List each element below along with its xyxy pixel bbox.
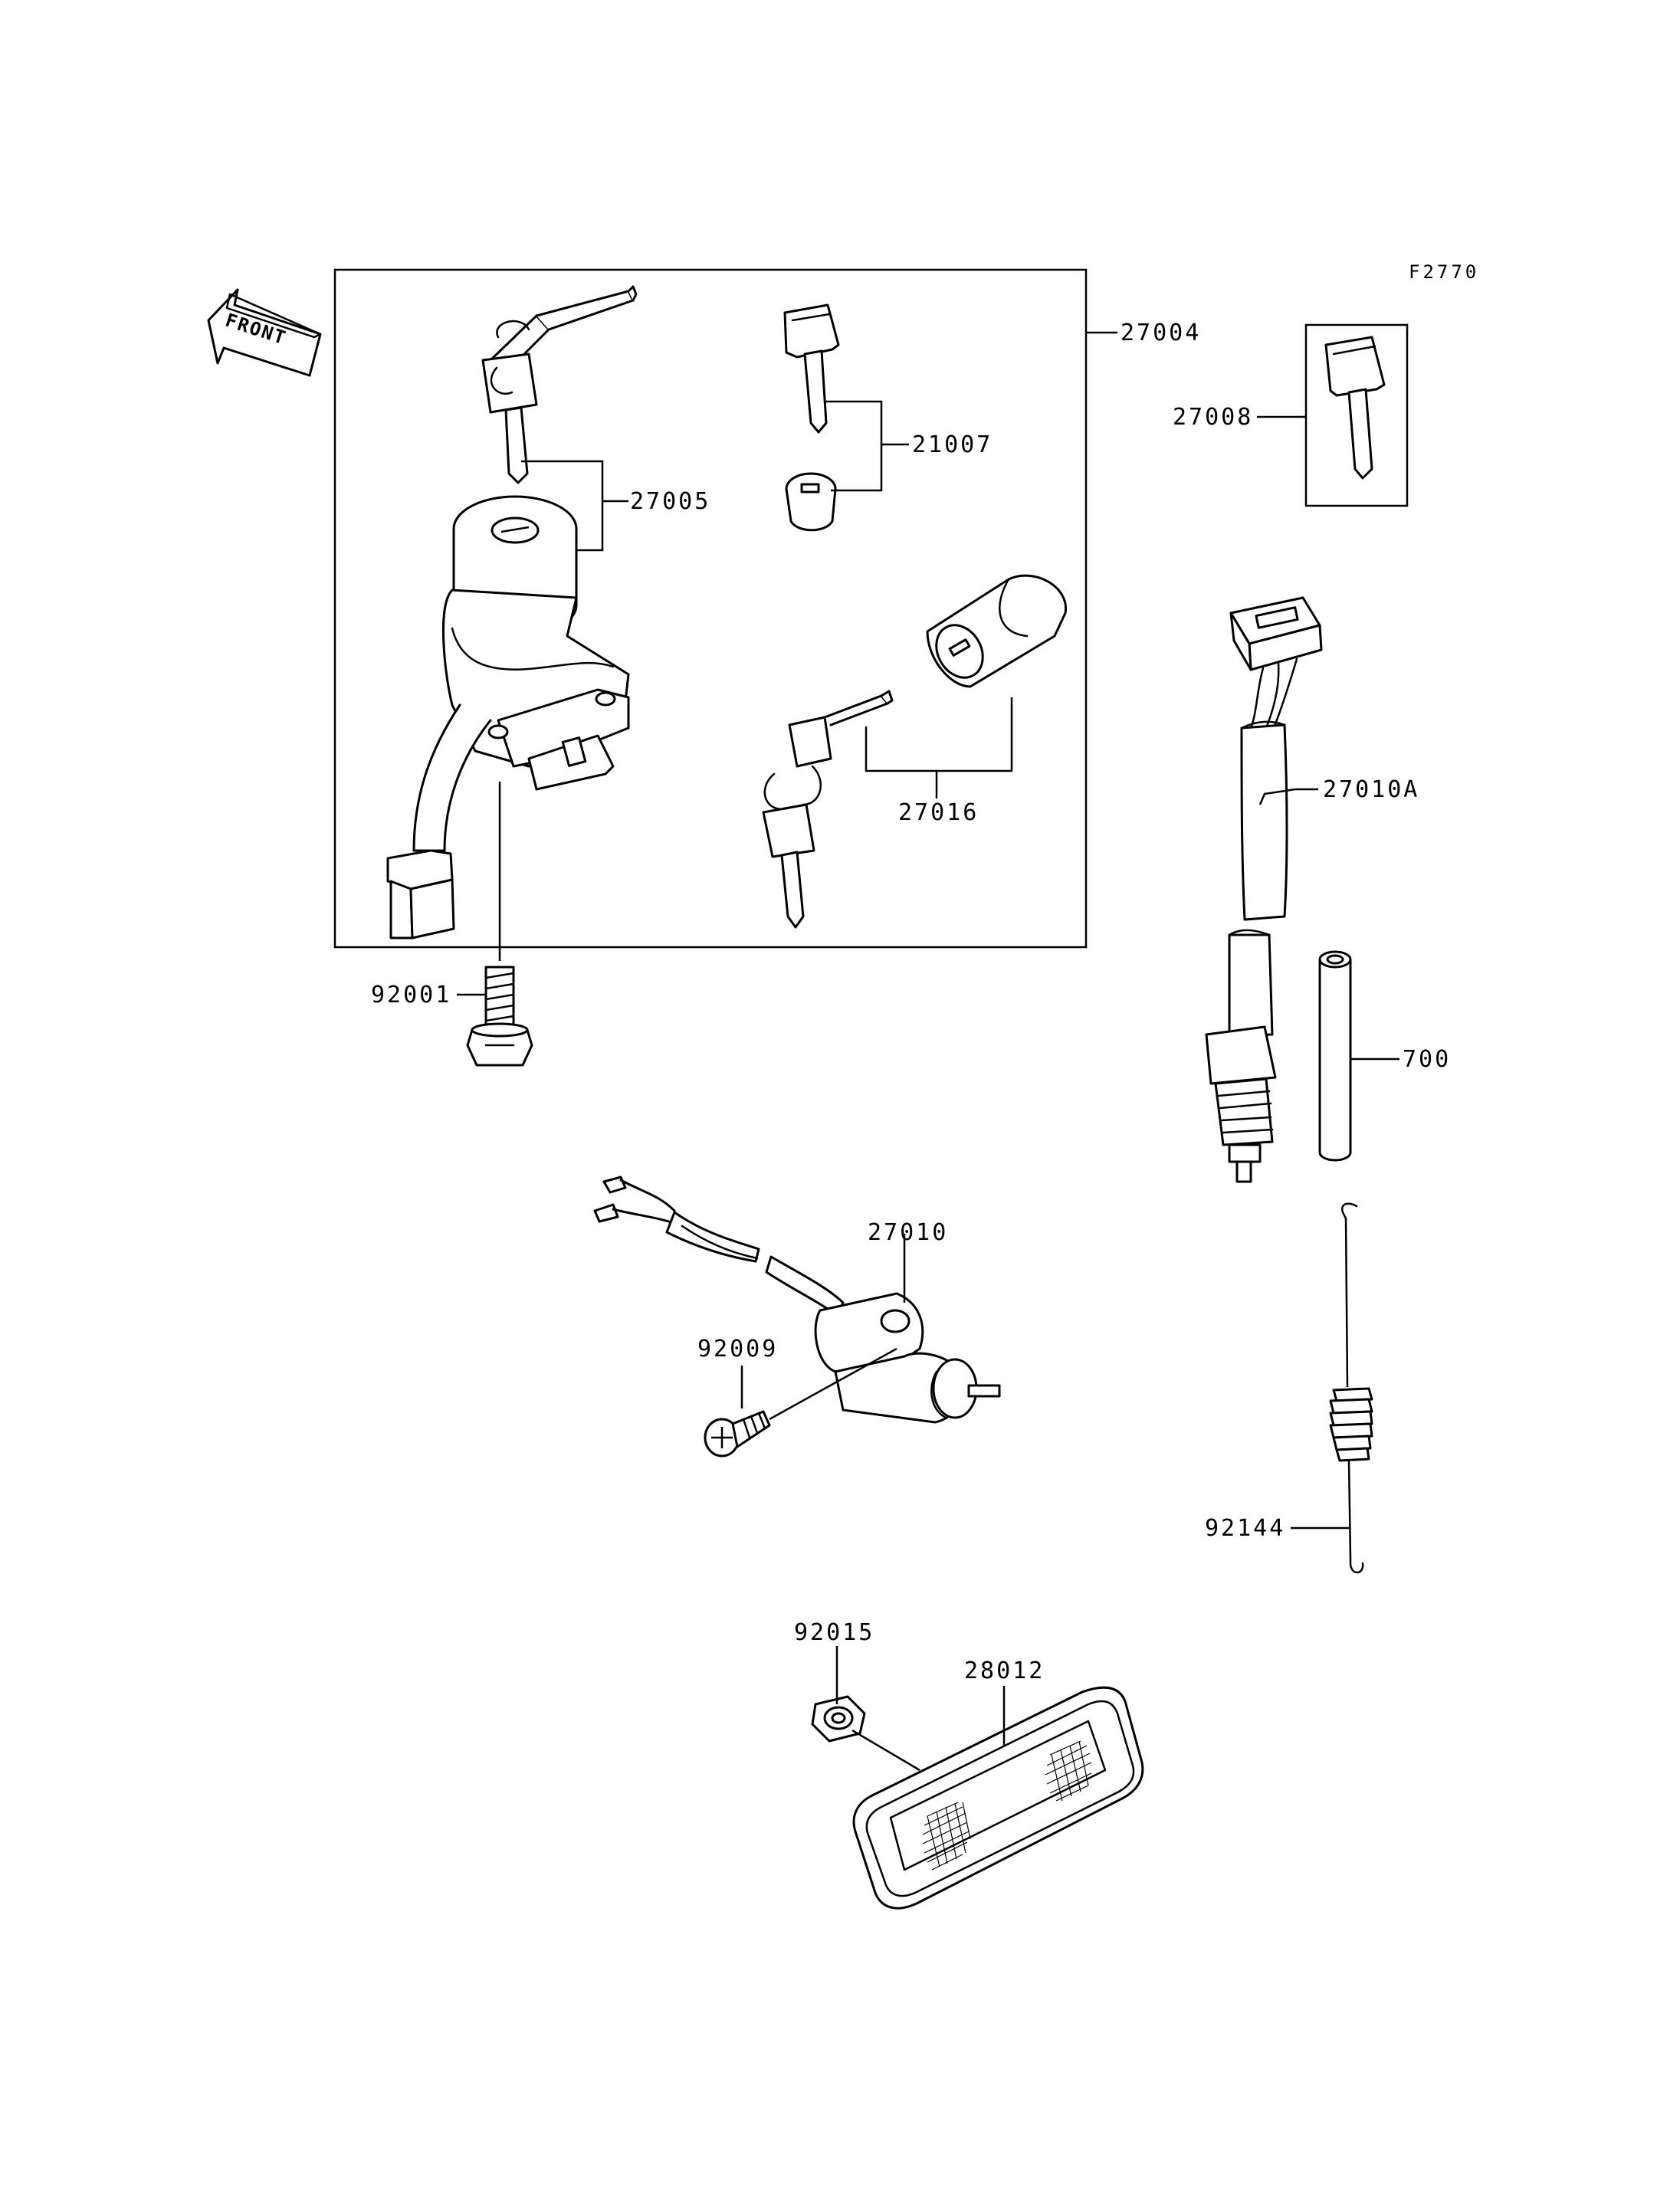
part-label-27005: 27005 [630,488,710,515]
part-label-700: 700 [1403,1046,1451,1073]
ignition-switch-set-box [333,268,1088,949]
part-label-27010A: 27010A [1323,776,1419,803]
switch-with-wires-part [593,1176,1001,1424]
key-blank-box [1304,323,1409,507]
part-label-27008: 27008 [1173,404,1253,431]
front-arrow-icon: FRONT [207,288,322,377]
part-label-27016: 27016 [898,799,979,826]
part-label-92144: 92144 [1205,1515,1285,1542]
key-blank-part [1324,336,1386,480]
spring-part [1329,1202,1373,1574]
part-label-92015: 92015 [794,1619,874,1646]
ignition-switch-part [386,285,638,961]
part-label-92001: 92001 [371,982,451,1008]
reflector-part [852,1686,1144,1910]
bolt-part [466,966,533,1067]
nut-part [811,1695,866,1743]
part-label-27010: 27010 [868,1219,948,1246]
screw-part [704,1410,771,1458]
tube-part [1318,950,1352,1162]
key-and-lock-plug-part [783,303,840,532]
part-label-92009: 92009 [697,1336,778,1362]
figure-code: F2770 [1409,261,1479,283]
neutral-switch-harness-part [1205,596,1323,1183]
seat-lock-set-part [762,574,1067,929]
part-label-27004: 27004 [1121,320,1201,346]
part-label-28012: 28012 [964,1658,1045,1684]
part-label-21007: 21007 [912,431,993,458]
